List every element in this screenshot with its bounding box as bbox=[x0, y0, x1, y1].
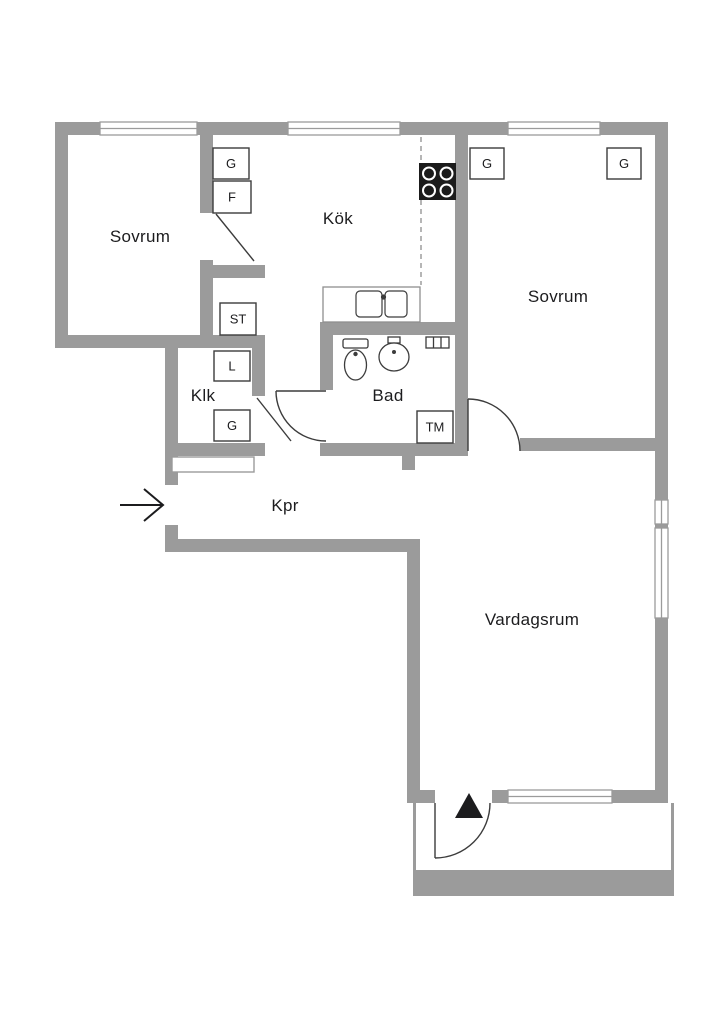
stove-burner-2 bbox=[439, 166, 454, 181]
wall-klk-bottom bbox=[165, 443, 265, 456]
toilet-flush-dot bbox=[353, 351, 358, 357]
wall-kok-bad bbox=[320, 322, 468, 335]
door-sovrum2-swing bbox=[467, 398, 521, 452]
wall-right bbox=[655, 122, 668, 803]
washing-machine-box bbox=[416, 410, 454, 444]
wall-bottom-seg1 bbox=[407, 790, 435, 803]
room-labels: Sovrum Kök Sovrum Klk Bad Kpr Vardagsrum bbox=[110, 209, 588, 629]
door-klk-leaf bbox=[256, 397, 292, 442]
door-balcony-swing bbox=[434, 802, 491, 859]
stove-burner-3 bbox=[422, 183, 436, 198]
closet-g2-box bbox=[213, 409, 251, 442]
wall-sovrum1-bottom bbox=[55, 335, 265, 348]
closet-g3-label: G bbox=[482, 156, 492, 171]
wall-kok-niche-stub bbox=[213, 265, 265, 278]
room-label-bad: Bad bbox=[372, 386, 403, 405]
room-label-sovrum-right: Sovrum bbox=[528, 287, 588, 306]
closet-g2-label: G bbox=[227, 418, 237, 433]
kitchen-fixtures bbox=[322, 137, 456, 323]
stove-burner-4 bbox=[439, 183, 454, 198]
kitchen-sink-basin-right bbox=[384, 290, 408, 318]
closet-g3-box bbox=[469, 147, 505, 180]
wall-bottom-seg3 bbox=[612, 790, 668, 803]
washing-machine-label: TM bbox=[426, 420, 445, 435]
closet-g1-label: G bbox=[226, 156, 236, 171]
closet-g1-box bbox=[212, 147, 250, 180]
wall-sovrum2-bottom bbox=[520, 438, 655, 451]
closet-labels: G F ST L G TM G G bbox=[226, 156, 629, 435]
closet-g4-box bbox=[606, 147, 642, 180]
wall-sovrum1-kok-lower bbox=[200, 260, 213, 348]
balcony bbox=[413, 803, 674, 896]
toilet-icon bbox=[343, 349, 368, 381]
washbasin-tap bbox=[387, 336, 401, 344]
wall-hall-living-stub bbox=[402, 456, 415, 470]
kitchen-faucet-icon bbox=[380, 294, 387, 300]
door-bad-swing bbox=[275, 390, 327, 442]
closet-f1-label: F bbox=[228, 190, 236, 205]
entry-arrow-head-icon bbox=[143, 488, 165, 522]
wall-kpr-bottom bbox=[165, 539, 420, 552]
hall-cabinet-outline bbox=[171, 456, 255, 473]
entrance-markers bbox=[120, 488, 483, 818]
wall-sovrum1-kok-upper bbox=[200, 135, 213, 213]
stove-burner-1 bbox=[422, 166, 436, 181]
room-label-kpr: Kpr bbox=[271, 496, 298, 515]
wall-bad-left bbox=[320, 335, 333, 390]
bathroom-fixtures bbox=[342, 336, 450, 381]
up-triangle-icon bbox=[455, 793, 483, 818]
wall-bad-bottom bbox=[320, 443, 468, 456]
wall-klk-right bbox=[252, 348, 265, 396]
closets bbox=[171, 147, 642, 473]
room-label-sovrum-left: Sovrum bbox=[110, 227, 170, 246]
wall-kok-sovrum2 bbox=[455, 135, 468, 456]
room-label-klk: Klk bbox=[191, 386, 216, 405]
closet-l1-box bbox=[213, 350, 251, 382]
closet-st-label: ST bbox=[230, 312, 247, 327]
closet-st-box bbox=[219, 302, 257, 336]
windows bbox=[99, 121, 669, 804]
room-label-kok: Kök bbox=[323, 209, 353, 228]
kitchen-sink-basin-left bbox=[355, 290, 383, 318]
washbasin-drain-dot bbox=[392, 350, 396, 354]
balcony-front-slab bbox=[413, 870, 674, 896]
walls bbox=[55, 122, 668, 803]
wall-bottom-seg2 bbox=[492, 790, 508, 803]
closet-g4-label: G bbox=[619, 156, 629, 171]
wall-living-left bbox=[407, 539, 420, 803]
room-label-vardagsrum: Vardagsrum bbox=[485, 610, 579, 629]
doors bbox=[215, 213, 521, 859]
toilet-tank bbox=[342, 338, 369, 349]
radiator-icon bbox=[425, 336, 450, 349]
wall-left bbox=[55, 122, 68, 348]
door-sovrum1-leaf bbox=[215, 213, 255, 262]
closet-f1-box bbox=[212, 180, 252, 214]
closet-l1-label: L bbox=[228, 359, 235, 374]
washbasin-icon bbox=[378, 342, 410, 372]
